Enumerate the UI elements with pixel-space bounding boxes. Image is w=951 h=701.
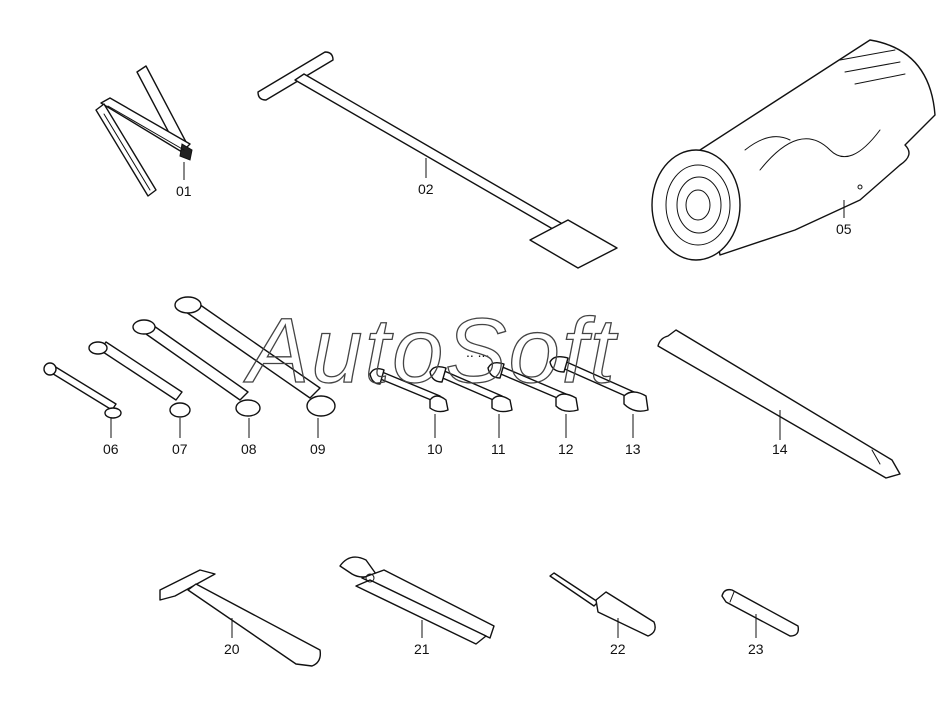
folding-ruler-part[interactable] (95, 65, 193, 197)
ring-wrench-08[interactable] (132, 319, 261, 417)
callout-06: 06 (103, 441, 119, 457)
open-wrench-10[interactable] (369, 367, 449, 413)
callout-10: 10 (427, 441, 443, 457)
open-wrench-12[interactable] (487, 361, 579, 413)
hammer-part[interactable] (159, 569, 322, 667)
callout-01: 01 (176, 183, 192, 199)
callout-13: 13 (625, 441, 641, 457)
callout-09: 09 (310, 441, 326, 457)
watermark: AutoSoft (243, 300, 618, 402)
spade-part[interactable] (257, 51, 618, 269)
callout-11: 11 (491, 441, 506, 457)
ring-wrench-07[interactable] (88, 341, 191, 418)
callout-08: 08 (241, 441, 257, 457)
callout-05: 05 (836, 221, 852, 237)
pliers-part[interactable] (339, 556, 495, 645)
open-wrench-11[interactable]: .. ... (429, 344, 513, 413)
screwdriver-part[interactable] (549, 572, 656, 637)
callout-20: 20 (224, 641, 240, 657)
callout-21: 21 (414, 641, 430, 657)
ring-wrench-09[interactable] (174, 296, 336, 417)
callout-02: 02 (418, 181, 434, 197)
lever-bar-part[interactable] (657, 329, 901, 479)
callout-07: 07 (172, 441, 188, 457)
open-wrench-13[interactable] (549, 355, 649, 412)
svg-text:.. ...: .. ... (466, 344, 489, 360)
rolled-mat-part[interactable] (651, 39, 936, 261)
callout-12: 12 (558, 441, 574, 457)
callout-14: 14 (772, 441, 788, 457)
callout-23: 23 (748, 641, 764, 657)
ring-wrench-06[interactable] (43, 362, 122, 419)
drift-pin-part[interactable] (721, 588, 800, 637)
callout-22: 22 (610, 641, 626, 657)
